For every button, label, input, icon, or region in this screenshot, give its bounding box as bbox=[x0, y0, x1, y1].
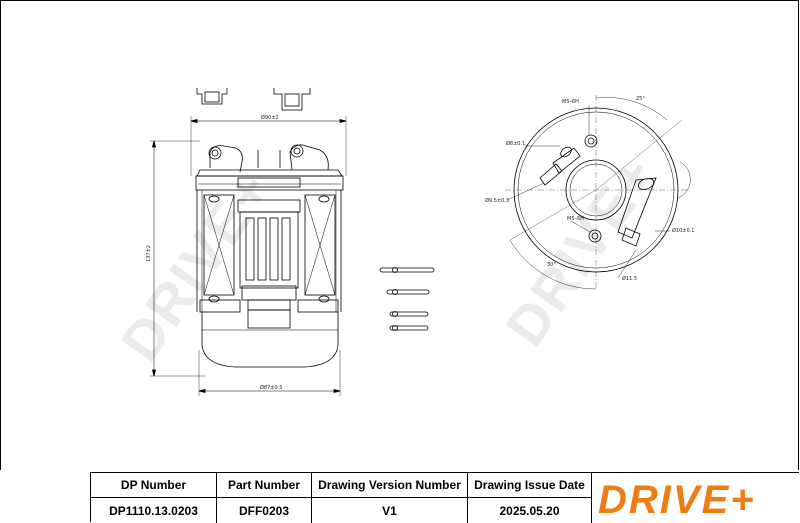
dim-top-width: Ø90±2 bbox=[261, 114, 279, 121]
header-part-number: Part Number bbox=[217, 473, 312, 498]
title-block: DP Number Part Number Drawing Version Nu… bbox=[90, 472, 799, 523]
watermark-left: DRIVE+ bbox=[108, 159, 283, 372]
drive-logo: DRIVE+ bbox=[598, 478, 756, 519]
filter-top-view bbox=[505, 95, 691, 290]
dim-dia-11-5: Ø11.5 bbox=[622, 275, 637, 282]
top-fittings bbox=[196, 88, 311, 111]
dim-angle-bottom: 30° bbox=[547, 262, 556, 268]
value-drawing-version: V1 bbox=[312, 498, 468, 523]
drawing-frame bbox=[0, 0, 799, 470]
logo-text: DRIVE+ bbox=[598, 478, 756, 519]
technical-drawing: DRIVE+ DRIVE+ bbox=[0, 0, 799, 470]
dim-dia-9-5: Ø9.5±0.3 bbox=[485, 197, 509, 204]
header-drawing-version: Drawing Version Number bbox=[312, 473, 468, 498]
dim-bottom-width: Ø87±0.5 bbox=[260, 384, 282, 391]
dim-dia-10: Ø10±0.1 bbox=[672, 227, 694, 234]
value-part-number: DFF0203 bbox=[217, 498, 312, 523]
value-issue-date: 2025.05.20 bbox=[468, 498, 592, 523]
header-issue-date: Drawing Issue Date bbox=[468, 473, 592, 498]
dim-height: 137±2 bbox=[146, 245, 152, 262]
seal-rings bbox=[379, 267, 435, 331]
dim-m5-bottom: M5–6H bbox=[567, 216, 584, 222]
dim-angle-top: 25° bbox=[636, 96, 645, 102]
value-dp-number: DP1110.13.0203 bbox=[91, 498, 217, 523]
dim-dia-8: Ø8±0.1 bbox=[506, 140, 525, 147]
header-dp-number: DP Number bbox=[91, 473, 217, 498]
filter-side-view bbox=[150, 116, 347, 396]
dim-m5-top: M5–6H bbox=[562, 99, 579, 105]
